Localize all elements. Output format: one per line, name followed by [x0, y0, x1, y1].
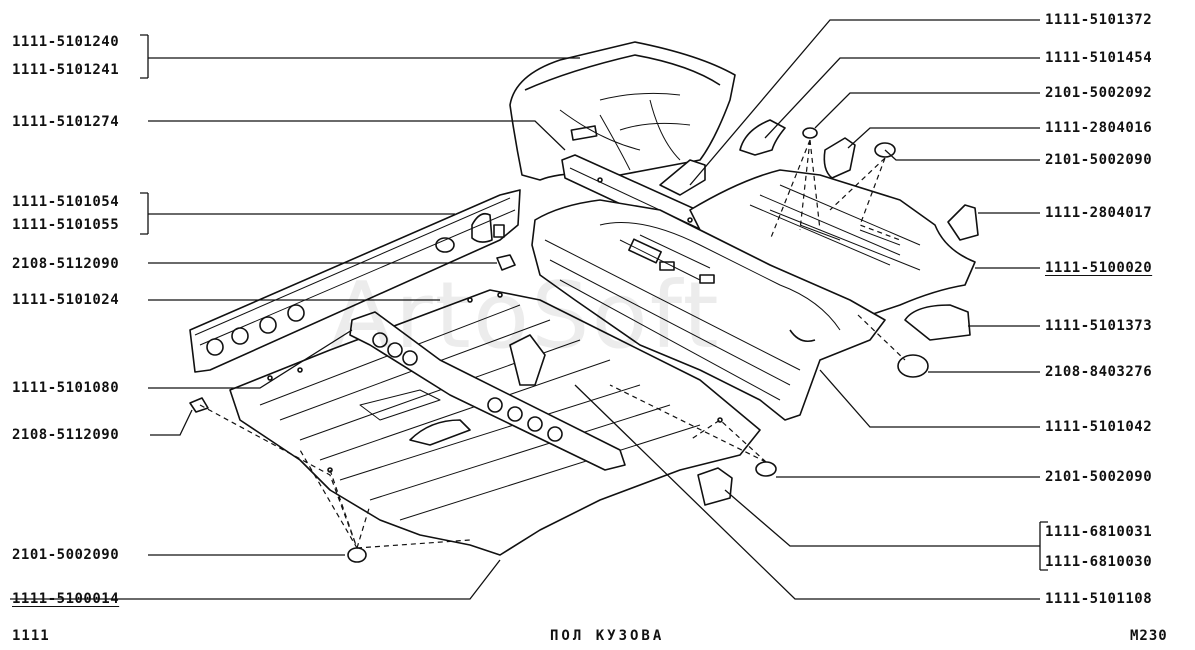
nut-lower [189, 397, 209, 413]
plug-5002092 [802, 127, 818, 139]
nut-upper [496, 254, 516, 271]
label-1111-5101240: 1111-5101240 [12, 34, 120, 50]
label-1111-5101024: 1111-5101024 [12, 292, 120, 308]
label-2101-5002090-top: 2101-5002090 [1045, 152, 1153, 168]
label-1111-5101054: 1111-5101054 [12, 194, 120, 210]
model-code: 1111 [12, 628, 50, 644]
label-2108-5112090-upper: 2108-5112090 [12, 256, 120, 272]
label-1111-5101241: 1111-5101241 [12, 62, 120, 78]
label-1111-5100020: 1111-5100020 [1045, 260, 1153, 276]
label-1111-5101373: 1111-5101373 [1045, 318, 1153, 334]
bracket-5101372 [659, 159, 706, 196]
label-1111-5101372: 1111-5101372 [1045, 12, 1153, 28]
support-5101454 [739, 119, 786, 156]
leader-lines [10, 19, 1048, 600]
label-1111-2804016: 1111-2804016 [1045, 120, 1153, 136]
label-1111-5101055: 1111-5101055 [12, 217, 120, 233]
label-1111-5100014: 1111-5100014 [12, 591, 120, 607]
label-2101-5002090-left: 2101-5002090 [12, 547, 120, 563]
bracket-2804016 [823, 137, 856, 179]
plug-5002090-middle [755, 461, 777, 477]
diagram-title: ПОЛ КУЗОВА [550, 628, 665, 644]
bracket-5101373 [904, 304, 971, 341]
bracket-2804017 [947, 204, 979, 241]
bracket-5101108 [509, 334, 546, 386]
front-floor-panel [229, 289, 761, 556]
label-1111-6810031: 1111-6810031 [1045, 524, 1153, 540]
label-1111-2804017: 1111-2804017 [1045, 205, 1153, 221]
watermark: ArtoSoft [330, 262, 721, 369]
label-1111-5101274: 1111-5101274 [12, 114, 120, 130]
side-sill [189, 189, 521, 373]
label-2108-5112090-lower: 2108-5112090 [12, 427, 120, 443]
plug-5002090-bottom [347, 547, 367, 563]
label-1111-5101108: 1111-5101108 [1045, 591, 1153, 607]
label-2101-5002090-right: 2101-5002090 [1045, 469, 1153, 485]
plug-8403276 [897, 354, 929, 378]
middle-floor-panel [531, 199, 886, 421]
dashed-guides [199, 139, 906, 549]
label-1111-5101454: 1111-5101454 [1045, 50, 1153, 66]
label-2101-5002092: 2101-5002092 [1045, 85, 1153, 101]
wheel-arch-panel [509, 41, 736, 181]
front-cross-member [349, 311, 626, 471]
label-2108-8403276: 2108-8403276 [1045, 364, 1153, 380]
label-1111-5101080: 1111-5101080 [12, 380, 120, 396]
label-1111-6810030: 1111-6810030 [1045, 554, 1153, 570]
bracket-6810031 [697, 467, 733, 506]
page-code: M230 [1130, 628, 1168, 644]
label-1111-5101042: 1111-5101042 [1045, 419, 1153, 435]
